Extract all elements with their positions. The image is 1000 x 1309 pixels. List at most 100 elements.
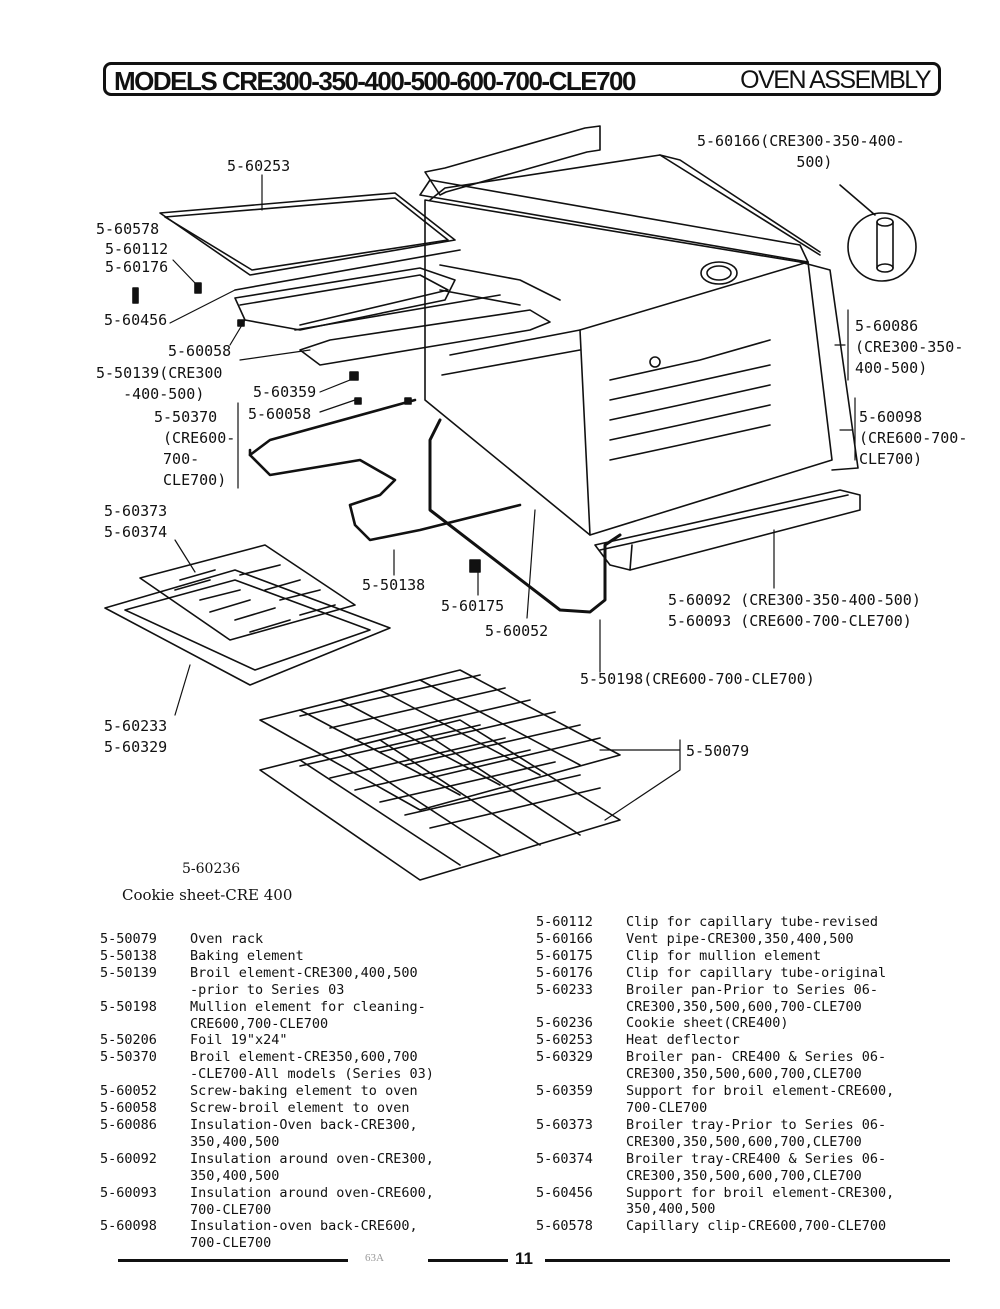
callout-5-60176: 5-60176 [105,258,169,276]
legend-part-number: 5-60578 [536,1218,593,1235]
legend-part-number: 5-60456 [536,1184,593,1201]
callout-5-50138: 5-50138 [362,576,426,594]
legend-part-description: Mullion element for cleaning- CRE600,700… [190,998,426,1032]
legend-row: 5-60092 Insulation around oven-CRE300, 35… [100,1151,434,1185]
callout-5-60359: 5-60359 [253,383,317,401]
callout-5-60092: 5-60092 (CRE300-350-400-500) 5-60093 (CR… [668,591,921,630]
vent-pipe-inset [839,184,917,282]
legend-row: 5-50079 Oven rack [100,931,434,948]
callout-5-60253: 5-60253 [227,157,291,175]
legend-part-description: Cookie sheet(CRE400) [626,1015,789,1032]
callout-5-60236: 5-60236 [182,861,241,877]
cookie-sheet-label: Cookie sheet-CRE 400 [122,886,293,904]
legend-part-number: 5-60233 [536,981,593,998]
legend-part-description: Screw-baking element to oven [190,1083,418,1100]
oven-exploded-diagram [104,125,917,881]
legend-part-number: 5-50079 [100,931,157,947]
legend-row: 5-60456 Support for broil element-CRE300,… [536,1185,894,1219]
oven-body [419,125,859,536]
heat-deflector [159,192,456,276]
legend-part-number: 5-60052 [100,1083,157,1100]
footer-rule-left [118,1259,348,1262]
legend-part-description: Oven rack [190,931,264,947]
legend-part-number: 5-50198 [100,998,157,1015]
callout-5-60098: 5-60098 (CRE600-700- CLE700) [859,408,968,468]
callout-5-50079: 5-50079 [686,742,750,760]
legend-part-number: 5-50138 [100,947,157,964]
callout-5-60058-top: 5-60058 [168,342,232,360]
legend-part-number: 5-60253 [536,1032,593,1049]
callout-5-60058-bottom: 5-60058 [248,405,312,423]
legend-part-description: Clip for mullion element [626,947,822,964]
bake-element-drawing [248,398,522,542]
legend-part-description: Clip for capillary tube-revised [626,914,878,930]
mullion-element-drawing [428,418,622,614]
legend-row: 5-60236 Cookie sheet(CRE400) [536,1015,894,1032]
callout-5-50139: 5-50139(CRE300 -400-500) [96,364,223,403]
section-title: OVEN ASSEMBLY [740,66,931,94]
legend-part-description: Insulation-Oven back-CRE300, 350,400,500 [190,1116,418,1150]
page-number: 11 [515,1249,533,1268]
broiler-tray-drawing [139,544,356,641]
callout-5-50198: 5-50198(CRE600-700-CLE700) [580,670,815,688]
legend-part-description: Insulation around oven-CRE600, 700-CLE70… [190,1184,434,1218]
legend-part-description: Screw-broil element to oven [190,1100,410,1117]
legend-row: 5-60086 Insulation-Oven back-CRE300, 350,… [100,1117,434,1151]
legend-part-number: 5-60098 [100,1218,157,1235]
legend-part-description: Broil element-CRE300,400,500 -prior to S… [190,964,418,998]
legend-part-number: 5-60092 [100,1150,157,1167]
legend-part-number: 5-60359 [536,1083,593,1100]
legend-row: 5-60233 Broiler pan-Prior to Series 06- C… [536,982,894,1016]
legend-part-description: Insulation around oven-CRE300, 350,400,5… [190,1150,434,1184]
broiler-pan-drawing [104,569,391,686]
legend-part-number: 5-60166 [536,930,593,947]
legend-row: 5-60093 Insulation around oven-CRE600, 70… [100,1185,434,1219]
callout-5-60373: 5-60373 5-60374 [104,502,168,541]
legend-part-number: 5-60093 [100,1184,157,1201]
legend-part-number: 5-50206 [100,1032,157,1049]
callout-5-60052: 5-60052 [485,622,549,640]
legend-part-number: 5-60086 [100,1116,157,1133]
legend-row: 5-60359 Support for broil element-CRE600,… [536,1083,894,1117]
legend-row: 5-60052 Screw-baking element to oven [100,1083,434,1100]
oven-rack-upper [259,669,621,811]
legend-part-number: 5-60112 [536,914,593,930]
callout-5-60233: 5-60233 5-60329 [104,717,168,756]
legend-part-description: Broil element-CRE350,600,700 -CLE700-All… [190,1049,434,1083]
leader-lines [169,174,856,821]
callout-5-60456: 5-60456 [104,311,168,329]
callout-5-60112: 5-60112 [105,240,169,258]
callout-5-60086: 5-60086 (CRE300-350- 400-500) [855,317,964,377]
legend-part-description: Support for broil element-CRE300, 350,40… [626,1184,895,1218]
legend-part-description: Insulation-oven back-CRE600, 700-CLE700 [190,1218,418,1252]
legend-row: 5-50198 Mullion element for cleaning- CRE… [100,999,434,1033]
legend-row: 5-60175 Clip for mullion element [536,948,894,965]
legend-part-number: 5-60236 [536,1015,593,1032]
legend-part-description: Broiler pan- CRE400 & Series 06- CRE300,… [626,1049,887,1083]
legend-part-description: Vent pipe-CRE300,350,400,500 [626,930,854,947]
legend-part-number: 5-60175 [536,947,593,964]
oven-rack-lower [259,719,621,881]
legend-row: 5-60098 Insulation-oven back-CRE600, 700-… [100,1218,434,1252]
legend-part-description: Support for broil element-CRE600, 700-CL… [626,1083,895,1116]
legend-part-description: Broiler pan-Prior to Series 06- CRE300,3… [626,981,878,1015]
legend-row: 5-60112 Clip for capillary tube-revised [536,914,894,931]
small-parts [132,282,481,573]
legend-row: 5-60166 Vent pipe-CRE300,350,400,500 [536,931,894,948]
callout-5-50370: 5-50370 (CRE600- 700- CLE700) [154,408,236,489]
bottom-insulation [594,489,861,571]
footer-rule-mid [428,1259,508,1262]
callout-5-60166: 5-60166(CRE300-350-400- 500) [697,132,905,171]
legend-part-description: Broiler tray-CRE400 & Series 06- CRE300,… [626,1150,887,1184]
